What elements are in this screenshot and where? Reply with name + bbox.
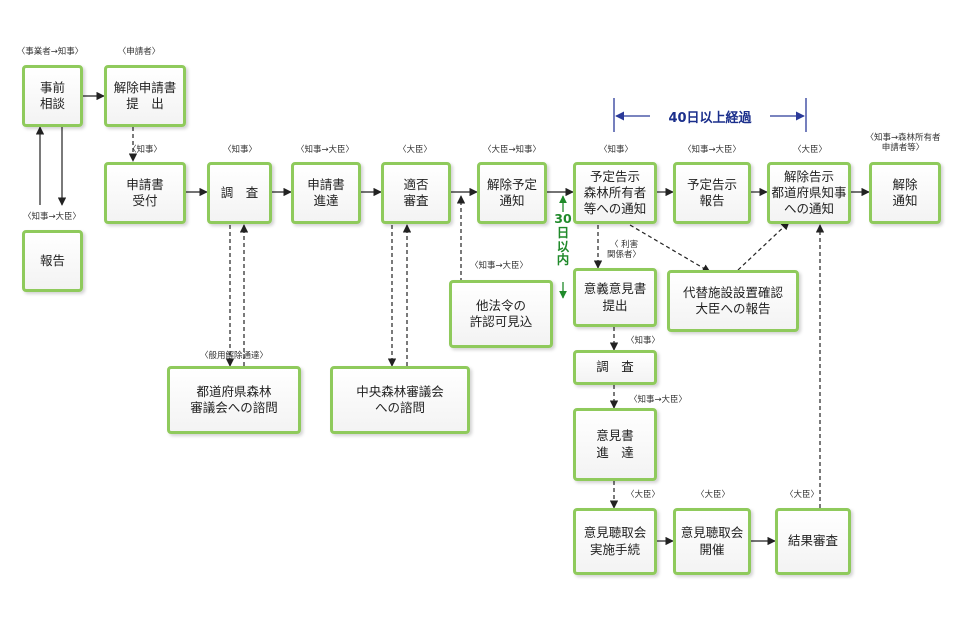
box-yotei-kokuji-houkoku: 予定告示 報告 bbox=[673, 162, 751, 224]
box-shinseisho-shintatsu: 申請書 進達 bbox=[291, 162, 361, 224]
box-kaijo-tsuchi: 解除 通知 bbox=[869, 162, 941, 224]
role-kokuji-houkoku: 〈知事→大臣〉 bbox=[682, 145, 742, 155]
role-kekka: 〈大臣〉 bbox=[784, 490, 819, 500]
box-kekka-shinsa: 結果審査 bbox=[775, 508, 851, 575]
box-iken-ikensho: 意義意見書 提出 bbox=[573, 268, 657, 327]
box-chuou-shimon: 中央森林審議会 への諮問 bbox=[330, 366, 470, 434]
box-iken-choushu-kaisai: 意見聴取会 開催 bbox=[673, 508, 751, 575]
role-jizen: 〈事業者→知事〉 bbox=[16, 47, 84, 57]
forty-days-banner: 40日以上経過 bbox=[652, 107, 768, 126]
role-chousa1: 〈知事〉 bbox=[222, 145, 257, 155]
box-kaijo-kokuji-tsuchi: 解除告示 都道府県知事 への通知 bbox=[767, 162, 851, 224]
box-houkoku: 報告 bbox=[22, 230, 83, 292]
thirty-days-note: 30 日 以 内 bbox=[554, 211, 572, 268]
role-houkoku: 〈知事→大臣〉 bbox=[22, 212, 82, 222]
box-todoufuken-shimon: 都道府県森林 審議会への諮問 bbox=[167, 366, 301, 434]
arrow-daitai-to-kaijokokuji bbox=[737, 221, 790, 271]
box-chousa-1: 調 査 bbox=[207, 162, 272, 224]
box-ikensho-shintatsu: 意見書 進 達 bbox=[573, 408, 657, 481]
role-shintatsu: 〈知事→大臣〉 bbox=[295, 145, 355, 155]
box-shinseisho-uketsuke: 申請書 受付 bbox=[104, 162, 186, 224]
box-chousa-2: 調 査 bbox=[573, 350, 657, 385]
role-chousa2: 〈知事〉 bbox=[625, 336, 660, 346]
role-choushu-kaisai: 〈大臣〉 bbox=[695, 490, 730, 500]
role-yotei: 〈大臣→知事〉 bbox=[482, 145, 542, 155]
box-kaijo-yotei-tsuchi: 解除予定 通知 bbox=[477, 162, 547, 224]
role-kaijo-kokuji: 〈大臣〉 bbox=[792, 145, 827, 155]
box-tekihi-shinsa: 適否 審査 bbox=[381, 162, 451, 224]
box-iken-choushu-tetsuzuki: 意見聴取会 実施手続 bbox=[573, 508, 657, 575]
box-jizen-soudan: 事前 相談 bbox=[22, 65, 83, 127]
role-choushu-tetsuzuki: 〈大臣〉 bbox=[625, 490, 660, 500]
role-shinseisha: 〈申請者〉 bbox=[117, 47, 161, 57]
role-ikensho-shintatsu: 〈知事→大臣〉 bbox=[628, 395, 688, 405]
role-tekihi: 〈大臣〉 bbox=[397, 145, 432, 155]
role-uketsuke: 〈知事〉 bbox=[127, 145, 162, 155]
box-tahourei: 他法令の 許認可見込 bbox=[449, 280, 553, 348]
role-rigai: 〈 利害 関係者〉 bbox=[606, 240, 641, 260]
role-kokuji: 〈知事〉 bbox=[598, 145, 633, 155]
box-yotei-kokuji-tsuchi: 予定告示 森林所有者 等への通知 bbox=[573, 162, 657, 224]
box-kaijo-shinseisho: 解除申請書 提 出 bbox=[104, 65, 186, 127]
role-tahourei: 〈知事→大臣〉 bbox=[469, 261, 529, 271]
box-daitai-shisetsu: 代替施設設置確認 大臣への報告 bbox=[667, 270, 799, 332]
role-hanyou: 〈般用解除通達〉 bbox=[199, 351, 268, 361]
role-kaijo-tsuchi: 〈知事→森林所有者 申請者等〉 bbox=[865, 133, 941, 153]
